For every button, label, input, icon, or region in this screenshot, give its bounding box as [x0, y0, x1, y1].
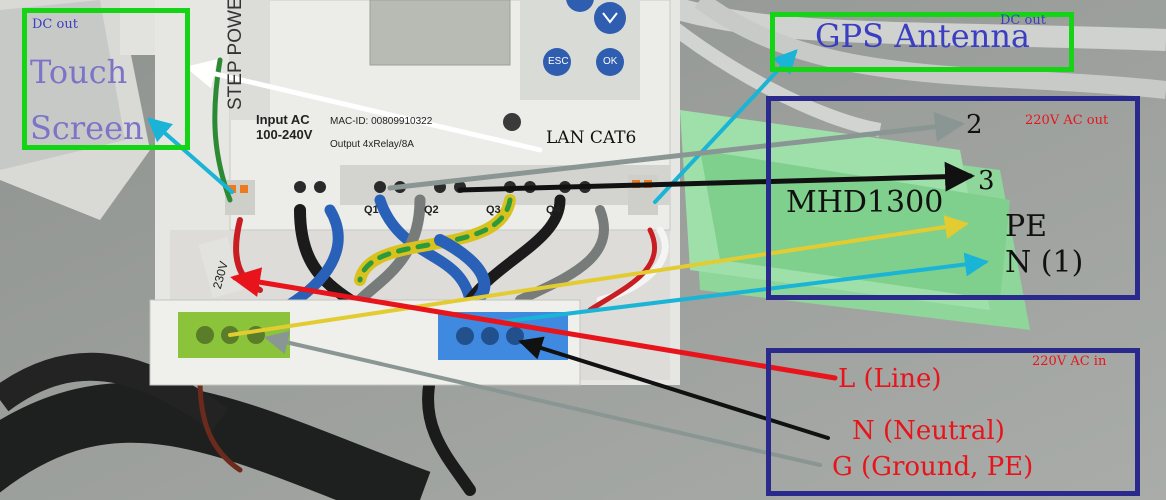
n1-arrow [498, 252, 989, 324]
gps-label: GPS Antenna [815, 17, 1030, 55]
output-line: Output 4xRelay/8A [330, 139, 414, 150]
relay-label-q3: Q3 [486, 204, 501, 216]
nav-down-button [594, 2, 626, 34]
ac-in-box [766, 348, 1140, 496]
lan-arrow [185, 59, 543, 153]
green-sheet [700, 150, 1010, 300]
chevron-down-icon [602, 12, 618, 24]
pin2-label: 2 [966, 110, 983, 140]
pe-label: PE [1005, 209, 1048, 244]
esc-label: ESC [548, 56, 569, 67]
status-led [503, 113, 521, 131]
mac-line: MAC-ID: 00809910322 [330, 116, 433, 127]
label-strip [230, 0, 270, 120]
touch-screen-arrow [146, 117, 234, 194]
nav-up-button [566, 0, 594, 12]
pin2-arrow [387, 111, 965, 191]
touch-label-2: Screen [30, 109, 144, 147]
lan-label: LAN CAT6 [546, 128, 637, 148]
touch-screen-bezel [0, 0, 125, 170]
ground-label: G (Ground, PE) [832, 452, 1034, 482]
gps-box [770, 12, 1074, 72]
gps-tag: DC out [1000, 13, 1046, 28]
ground-arrow [264, 330, 822, 467]
pe-arrow [228, 215, 969, 337]
ok-button [596, 48, 624, 76]
black-cable [0, 352, 229, 432]
brand-text: STEP POWE [225, 0, 246, 110]
mhd-model: MHD1300 [786, 185, 944, 220]
line-arrow [230, 267, 838, 381]
neutral-label: N (Neutral) [852, 416, 1005, 446]
lcd-display [369, 0, 511, 66]
black-cable [0, 382, 431, 500]
pin3-arrow [457, 161, 975, 193]
relay-label-q1: Q1 [364, 204, 379, 216]
gps-arrow [653, 49, 798, 204]
line-label: L (Line) [838, 364, 942, 394]
touch-screen-box [22, 8, 190, 150]
ac-out-tag: 220V AC out [1025, 113, 1109, 128]
touch-label-1: Touch [30, 53, 128, 91]
pin3-label: 3 [978, 166, 995, 196]
ac-in-tag: 220V AC in [1032, 354, 1107, 369]
relay-label-q4: Q4 [546, 204, 561, 216]
ok-label: OK [603, 56, 618, 67]
cable-top [646, 0, 1166, 51]
mhd-box [766, 96, 1140, 300]
esc-button [543, 48, 571, 76]
touch-screen-tag: DC out [32, 17, 78, 32]
input-title: Input AC [256, 112, 310, 127]
n1-label: N (1) [1005, 245, 1084, 280]
relay-label-q2: Q2 [424, 204, 439, 216]
neutral-arrow [518, 336, 830, 440]
input-range: 100-240V [256, 127, 313, 142]
annotation-arrows [146, 49, 989, 467]
